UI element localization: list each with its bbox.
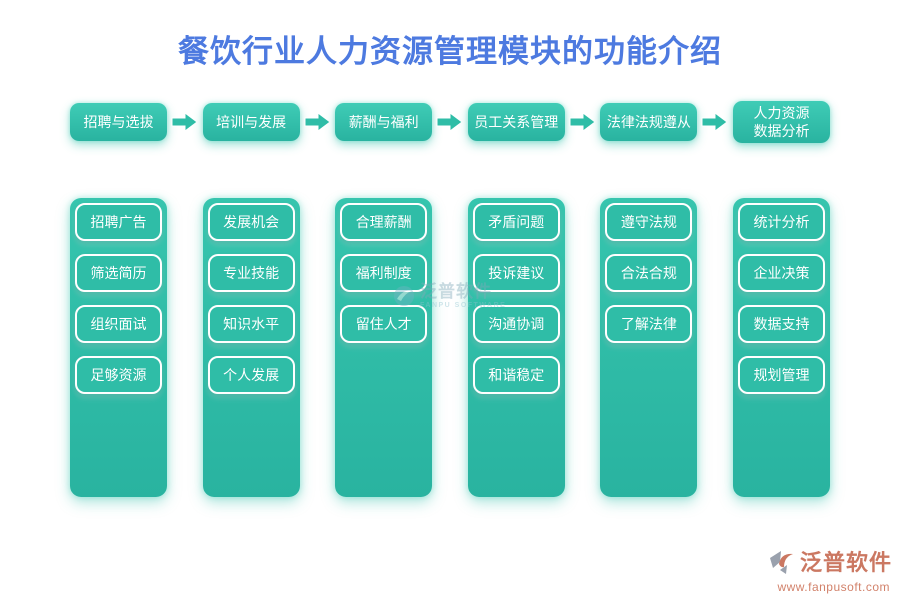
module-slot-6: 人力资源数据分析 [732, 100, 830, 144]
feature-column-2: 发展机会专业技能知识水平个人发展 [202, 198, 300, 497]
module-header-3[interactable]: 薪酬与福利 [335, 103, 433, 141]
feature-item[interactable]: 福利制度 [340, 254, 428, 292]
module-header-label: 人力资源数据分析 [753, 104, 810, 139]
fanpu-logo-icon [769, 551, 793, 574]
feature-item[interactable]: 筛选简历 [75, 254, 162, 292]
footer-logo[interactable]: 泛普软件 www.fanpusoft.com [767, 548, 892, 594]
module-slot-4: 员工关系管理 [467, 103, 596, 141]
flow-arrow-icon [701, 112, 729, 132]
module-header-label: 薪酬与福利 [348, 113, 419, 130]
footer-brand-text: 泛普软件 [799, 550, 892, 575]
feature-item[interactable]: 组织面试 [75, 305, 162, 343]
module-header-label: 法律法规遵从 [606, 113, 691, 130]
feature-columns-row: 招聘广告筛选简历组织面试足够资源发展机会专业技能知识水平个人发展合理薪酬福利制度… [70, 198, 830, 497]
feature-item[interactable]: 矛盾问题 [472, 203, 560, 241]
module-header-2[interactable]: 培训与发展 [202, 103, 300, 141]
flow-arrow-icon [171, 112, 198, 132]
module-slot-3: 薪酬与福利 [335, 103, 464, 141]
feature-item[interactable]: 发展机会 [207, 203, 295, 241]
feature-item[interactable]: 知识水平 [207, 305, 295, 343]
feature-item[interactable]: 了解法律 [605, 305, 693, 343]
module-header-label: 员工关系管理 [474, 113, 559, 130]
module-header-5[interactable]: 法律法规遵从 [600, 103, 698, 141]
feature-item[interactable]: 招聘广告 [75, 203, 162, 241]
feature-item[interactable]: 投诉建议 [472, 254, 560, 292]
flow-arrow-icon [436, 112, 464, 132]
feature-column-5: 遵守法规合法合规了解法律 [600, 198, 698, 497]
feature-item[interactable]: 规划管理 [737, 356, 825, 394]
module-slot-2: 培训与发展 [202, 103, 331, 141]
module-slot-5: 法律法规遵从 [600, 103, 729, 141]
feature-item[interactable]: 合法合规 [605, 254, 693, 292]
module-header-4[interactable]: 员工关系管理 [467, 103, 565, 141]
feature-item[interactable]: 个人发展 [207, 356, 295, 394]
page-title: 餐饮行业人力资源管理模块的功能介绍 [178, 34, 722, 70]
feature-column-3: 合理薪酬福利制度留住人才 [335, 198, 433, 497]
feature-column-4: 矛盾问题投诉建议沟通协调和谐稳定 [467, 198, 565, 497]
module-flow-row: 招聘与选拔 培训与发展 薪酬与福利 员工关系管理 法律法规遵从 人力资源数据分析 [70, 98, 830, 146]
module-header-label: 招聘与选拔 [83, 113, 154, 130]
footer-brand-row: 泛普软件 [767, 548, 892, 578]
feature-column-1: 招聘广告筛选简历组织面试足够资源 [70, 198, 167, 497]
module-header-6[interactable]: 人力资源数据分析 [732, 100, 830, 144]
module-header-1[interactable]: 招聘与选拔 [70, 103, 167, 141]
feature-item[interactable]: 沟通协调 [472, 305, 560, 343]
feature-item[interactable]: 和谐稳定 [472, 356, 560, 394]
module-header-label: 培训与发展 [216, 113, 287, 130]
footer-url[interactable]: www.fanpusoft.com [777, 580, 890, 594]
feature-item[interactable]: 企业决策 [737, 254, 825, 292]
flow-arrow-icon [304, 112, 331, 132]
feature-item[interactable]: 留住人才 [340, 305, 428, 343]
flow-arrow-icon [569, 112, 596, 132]
feature-item[interactable]: 统计分析 [737, 203, 825, 241]
feature-item[interactable]: 遵守法规 [605, 203, 693, 241]
feature-item[interactable]: 足够资源 [75, 356, 162, 394]
feature-item[interactable]: 合理薪酬 [340, 203, 428, 241]
feature-item[interactable]: 数据支持 [737, 305, 825, 343]
feature-item[interactable]: 专业技能 [207, 254, 295, 292]
module-slot-1: 招聘与选拔 [70, 103, 198, 141]
feature-column-6: 统计分析企业决策数据支持规划管理 [732, 198, 830, 497]
